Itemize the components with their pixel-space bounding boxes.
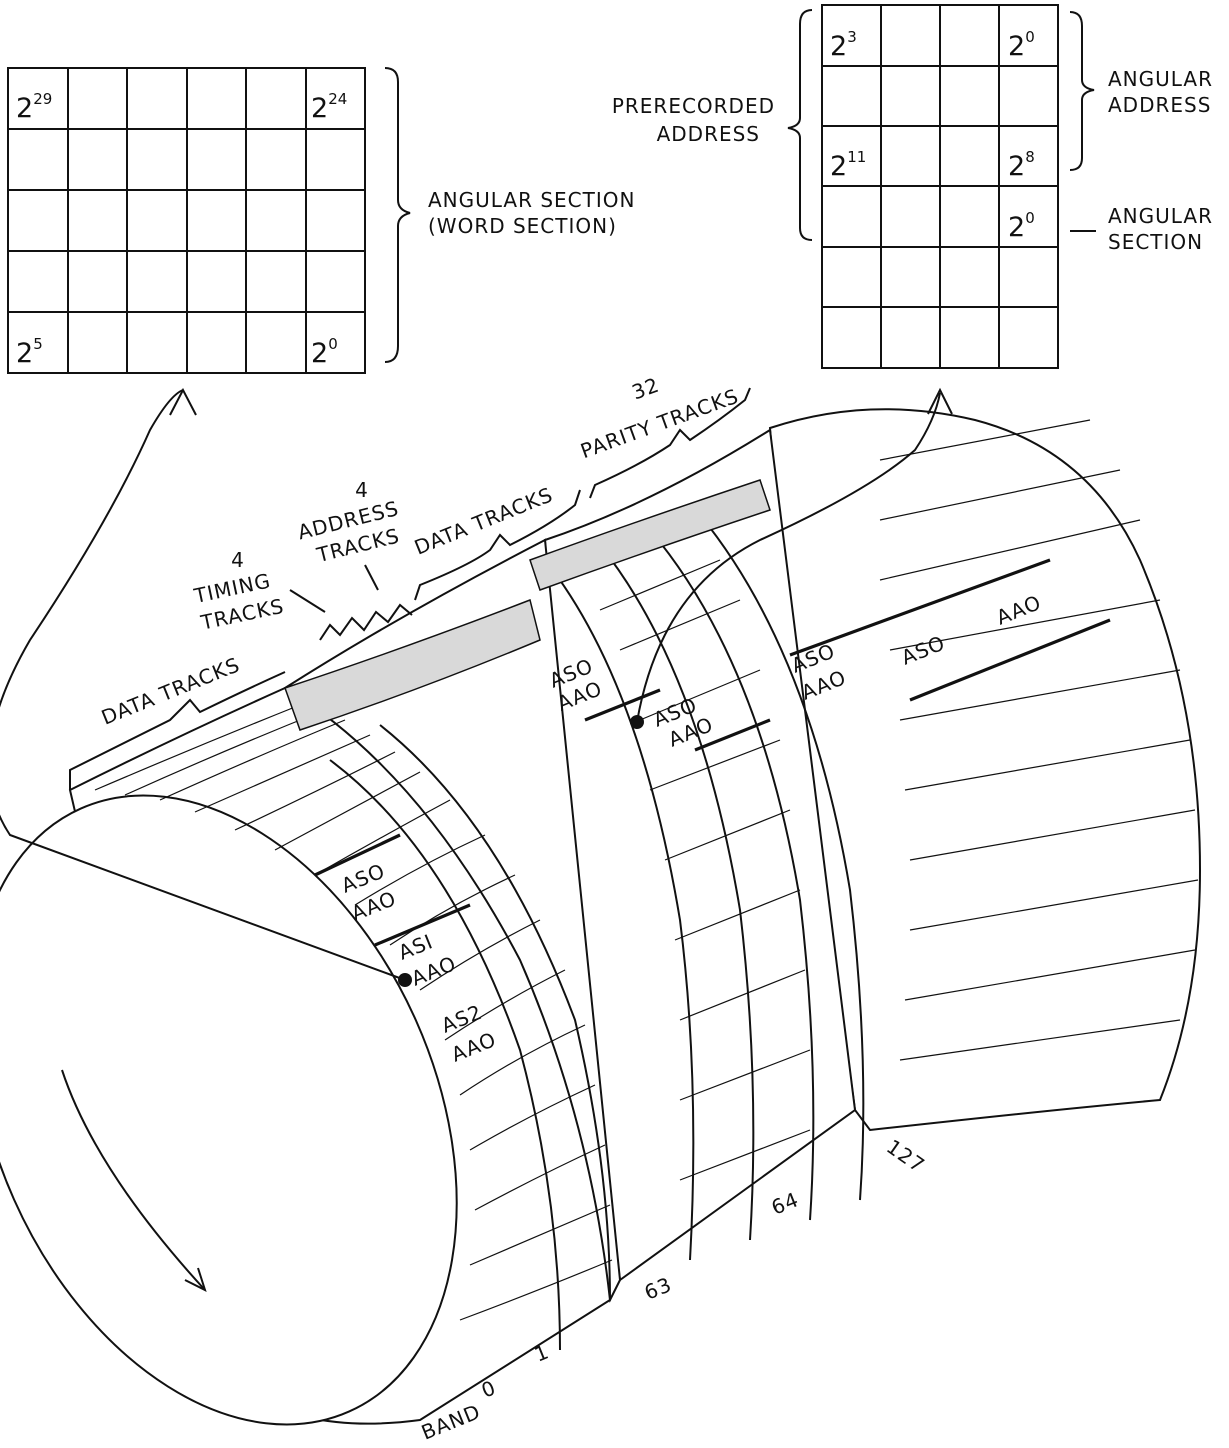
angular-address-brace — [1069, 11, 1095, 171]
band-0-label: 0 — [478, 1375, 500, 1402]
angular-section-label-1: ANGULAR — [1108, 204, 1213, 228]
cell-2-5: 25 — [16, 335, 43, 369]
prerecorded-label-1: PRERECORDED — [612, 94, 775, 118]
address-grid: 23 20 211 28 20 — [821, 4, 1059, 369]
word-section-label-1: ANGULAR SECTION — [428, 188, 635, 212]
cell-2-24: 224 — [311, 90, 347, 124]
data-tracks-left-brace — [69, 671, 286, 790]
cell-2-0-top: 20 — [1008, 28, 1035, 62]
callout-dot-left — [398, 973, 412, 987]
callout-curve-left — [0, 389, 406, 981]
timing-address-ticks — [319, 603, 413, 641]
drum-body — [0, 408, 1202, 1426]
angular-section-label-2: SECTION — [1108, 230, 1203, 254]
address-leader — [364, 564, 379, 591]
rotation-arrow — [61, 1069, 206, 1291]
callout-dot-right — [630, 715, 644, 729]
arrowhead-right — [927, 387, 953, 415]
cell-2-11: 211 — [830, 148, 866, 182]
band-127-label: 127 — [882, 1134, 930, 1177]
rotation-arrowhead — [184, 1267, 207, 1292]
parity-brace — [589, 387, 751, 499]
prerecorded-brace — [787, 9, 813, 241]
prerecorded-label-2: ADDRESS — [657, 122, 760, 146]
band-1-label: 1 — [531, 1339, 553, 1366]
band-64-label: 64 — [768, 1187, 802, 1220]
angular-address-label-2: ADDRESS — [1108, 93, 1211, 117]
address-tracks-label-1: 4 — [355, 478, 369, 502]
angular-address-label-1: ANGULAR — [1108, 67, 1213, 91]
timing-leader — [289, 589, 326, 613]
parity-label-1: 32 — [629, 372, 663, 404]
word-section-brace — [384, 67, 411, 363]
cell-2-0: 20 — [311, 335, 338, 369]
cell-2-29: 229 — [16, 90, 52, 124]
word-section-grid: 229 224 25 20 — [7, 67, 366, 374]
cell-2-3: 23 — [830, 28, 857, 62]
arrowhead-left — [169, 387, 197, 416]
callout-curve-right — [636, 392, 941, 723]
drum-end-face — [0, 794, 458, 1426]
cell-2-0-section: 20 — [1008, 209, 1035, 243]
word-section-label-2: (WORD SECTION) — [428, 214, 617, 238]
cell-2-8: 28 — [1008, 148, 1035, 182]
band-63-label: 63 — [641, 1272, 675, 1305]
timing-label-1: 4 — [231, 548, 245, 572]
data-tracks-mid-brace — [414, 489, 581, 601]
